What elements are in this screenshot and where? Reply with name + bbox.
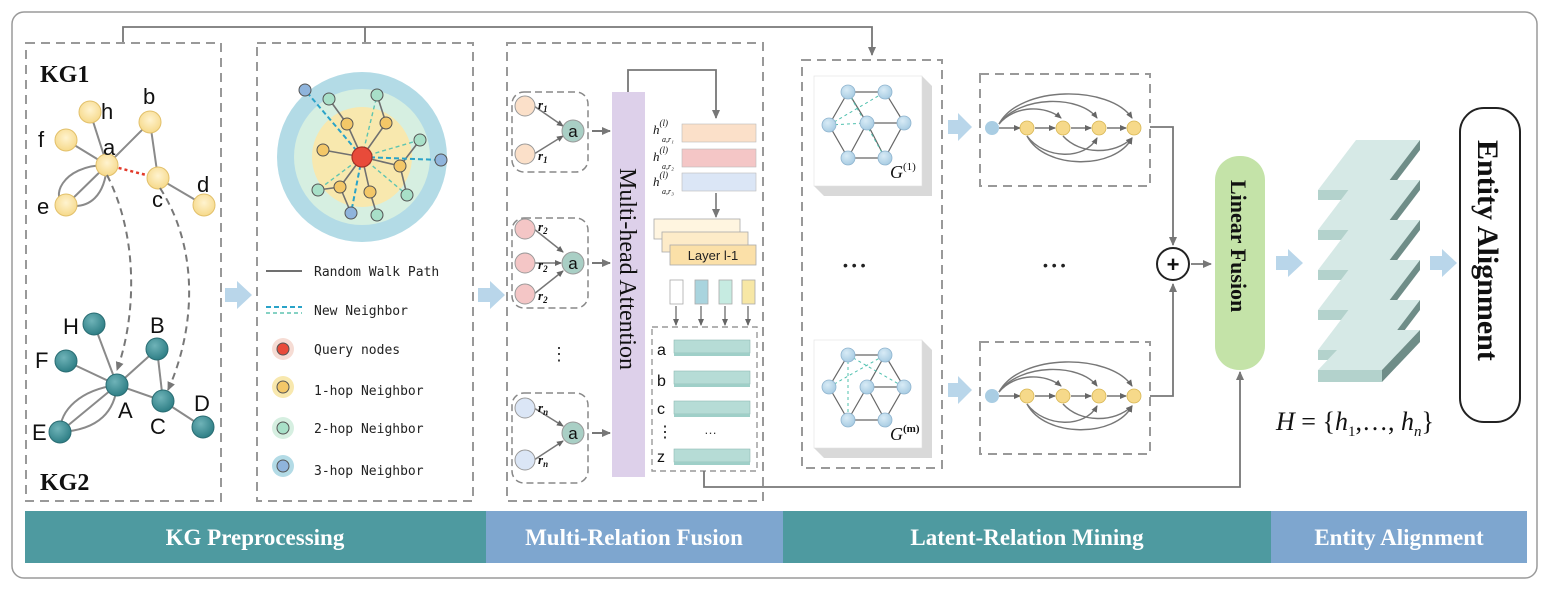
entity-row-z: z (657, 449, 665, 466)
svg-text:a,r₃: a,r₃ (662, 187, 674, 196)
kg1-label-a: a (103, 135, 116, 160)
svg-text:G(1): G(1) (890, 161, 916, 182)
stage-bar: KG Preprocessing Multi-Relation Fusion L… (25, 511, 1527, 563)
svg-text:h(l): h(l) (653, 170, 668, 189)
kg2-label-D: D (194, 391, 210, 416)
kg1-title: KG1 (40, 62, 89, 88)
mining-dots-right: • • • (1043, 257, 1066, 273)
linear-fusion-label: Linear Fusion (1226, 180, 1251, 312)
center-node-2: a (568, 254, 578, 273)
kg1-label-f: f (38, 127, 45, 152)
kg2-node-F (54, 349, 78, 373)
kg2-node-C (151, 389, 175, 413)
kg1-node-e (54, 193, 78, 217)
kg1-node-c (146, 166, 170, 190)
kg1-node-b (138, 110, 162, 134)
attention-label: Multi-head Attention (614, 168, 640, 370)
kg2-label-C: C (150, 414, 166, 439)
entity-alignment-label: Entity Alignment (1471, 140, 1504, 361)
svg-text:rn: rn (538, 400, 548, 417)
legend-hop2: 2-hop Neighbor (314, 422, 424, 437)
sum-operator-label: + (1167, 252, 1180, 277)
flow-arrow-3 (1276, 249, 1303, 277)
entity-row-b: b (657, 373, 666, 390)
svg-text:a,r₂: a,r₂ (662, 162, 674, 171)
stage-entity-alignment: Entity Alignment (1314, 525, 1484, 550)
fusion-to-linear-path (703, 371, 1244, 488)
center-node-3: a (568, 424, 578, 443)
legend-query: Query nodes (314, 343, 400, 358)
svg-text:rn: rn (538, 452, 548, 469)
entity-row-c: c (657, 401, 665, 418)
kg2-label-B: B (150, 313, 165, 338)
svg-text:a,r₁: a,r₁ (662, 135, 674, 144)
legend-hop3: 3-hop Neighbor (314, 464, 424, 479)
kg1-node-f (54, 128, 78, 152)
flow-arrow-1 (225, 281, 252, 309)
sum-operator (1156, 247, 1190, 281)
legend-random-walk: Random Walk Path (314, 265, 439, 280)
output-formula: H = {h1,…, hn} (1275, 407, 1434, 440)
stage-multi-relation-fusion: Multi-Relation Fusion (525, 525, 743, 550)
outer-frame (11, 11, 1538, 579)
svg-text:r2: r2 (538, 257, 548, 274)
kg1-node-h (78, 100, 102, 124)
svg-text:r2: r2 (538, 219, 548, 236)
svg-text:r2: r2 (538, 288, 548, 305)
path-chain-m (985, 361, 1142, 431)
flow-arrow-2 (478, 281, 505, 309)
svg-text:h(l): h(l) (653, 145, 668, 164)
kg2-node-H (82, 312, 106, 336)
kg2-label-F: F (35, 348, 48, 373)
kg2-node-B (145, 337, 169, 361)
kg2-node-E (48, 420, 72, 444)
embedding-stack (1318, 140, 1420, 382)
svg-text:r1: r1 (538, 97, 548, 114)
path-chain-1 (985, 93, 1142, 163)
fusion-panel: a a a r1 r1 r2 r2 r2 rn rn ⋮ Multi-head … (506, 42, 764, 502)
attention-bar (612, 92, 645, 477)
kg2-node-D (191, 415, 215, 439)
legend-new-neighbor: New Neighbor (314, 304, 408, 319)
kg2-title: KG2 (40, 470, 89, 496)
kg2-node-A (105, 373, 129, 397)
kg2-label-H: H (63, 314, 79, 339)
kg1-label-d: d (197, 172, 209, 197)
layer-label: Layer l-1 (688, 248, 739, 263)
kg1-label-b: b (143, 84, 155, 109)
entity-row-a: a (657, 342, 666, 359)
neighborhood-panel: Random Walk Path New Neighbor Query node… (256, 42, 474, 502)
kg1-label-e: e (37, 194, 49, 219)
legend: Random Walk Path New Neighbor Query node… (266, 265, 439, 479)
kg1-node-d (192, 193, 216, 217)
stage-kg-preprocessing: KG Preprocessing (166, 525, 345, 550)
top-connectors (122, 26, 876, 56)
graph-g1: G(1) (813, 75, 932, 196)
kg1-label-c: c (152, 187, 163, 212)
legend-hop1: 1-hop Neighbor (314, 384, 424, 399)
entity-ellipsis: … (704, 422, 717, 437)
center-node-1: a (568, 122, 578, 141)
flow-arrow-4 (1430, 249, 1457, 277)
svg-text:G(m): G(m) (890, 423, 920, 444)
entity-row-vdots: ⋮ (657, 424, 673, 441)
mining-panel: G(1) • • • (801, 59, 1212, 469)
mining-dots-left: • • • (843, 257, 866, 273)
query-node (351, 146, 373, 168)
entity-alignment-box (1459, 107, 1521, 423)
kg2-label-E: E (32, 420, 47, 445)
graph-gm: G(m) (813, 339, 932, 458)
kg1-label-h: h (101, 99, 113, 124)
svg-text:r1: r1 (538, 148, 548, 165)
svg-text:h(l): h(l) (653, 118, 668, 137)
kg-panel: KG1 KG2 h b f a c (25, 42, 222, 502)
kg2-label-A: A (118, 398, 133, 423)
fusion-vdots: ⋮ (550, 344, 568, 364)
stage-latent-relation-mining: Latent-Relation Mining (910, 525, 1144, 550)
linear-fusion-box (1215, 156, 1265, 370)
